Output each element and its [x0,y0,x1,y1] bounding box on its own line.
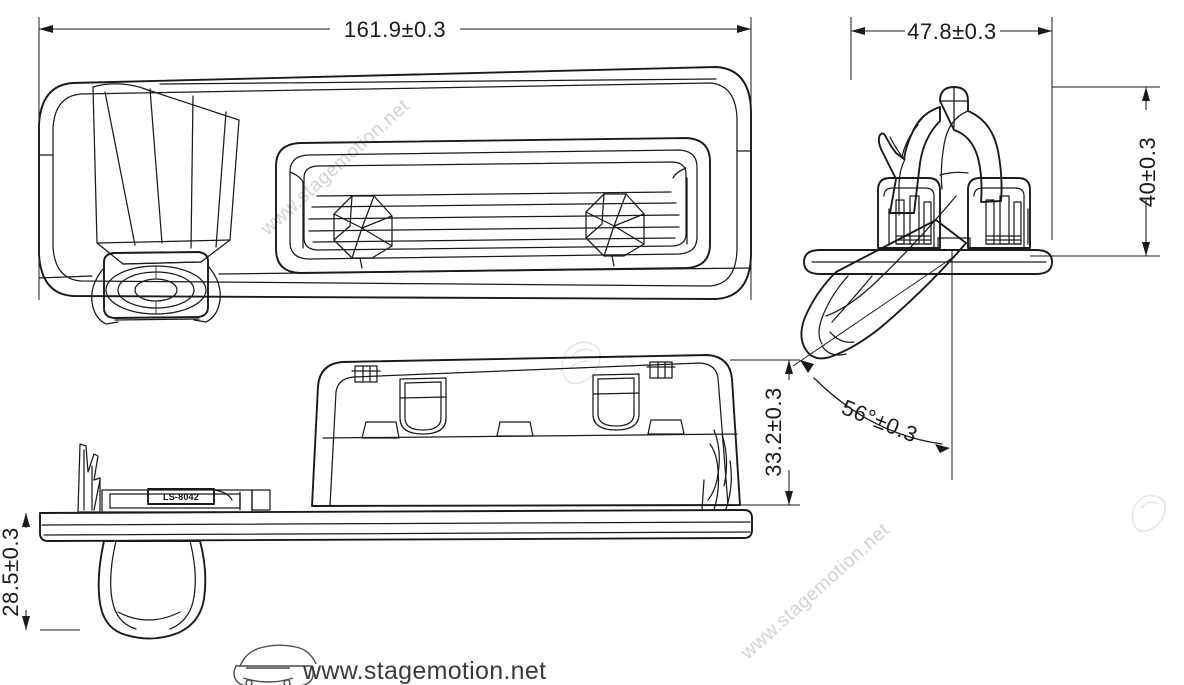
bottom-spring-clip [77,443,101,513]
bottom-marking-plate: LS-8042 [101,488,271,513]
dimension-bottom-height: 28.5±0.3 [0,513,30,630]
dimension-label-side-depth: 47.8±0.3 [907,19,996,44]
dimension-side-depth: 47.8±0.3 [851,19,1052,44]
front-lens-housing [103,251,209,319]
dimension-front-width: 161.9±0.3 [39,17,751,42]
side-camera-snout [800,195,967,360]
watermark-car-icon [561,341,602,385]
top-body-inner [329,362,729,507]
side-view: 47.8±0.3 40±0.3 [792,17,1160,480]
top-pad [361,421,400,439]
top-pad [496,421,534,437]
top-clip-tab [351,365,381,383]
watermark-car-icon [1131,494,1167,532]
top-hook-left [399,377,447,435]
dimension-label-side-height: 40±0.3 [1135,137,1160,207]
side-base-plate [803,249,1053,275]
top-hook-right [592,373,640,431]
car-outline-logo [233,644,317,685]
dimension-label-front-width: 161.9±0.3 [344,17,446,42]
dimension-camera-angle: 56°±0.3 [792,257,953,453]
dimension-side-height: 40±0.3 [1135,87,1160,256]
front-camera-pod [91,83,240,325]
dimension-label-camera-angle: 56°±0.3 [838,395,921,448]
top-rib-right [721,433,728,487]
watermark-text: www.stagemotion.net [737,520,895,665]
dimension-label-bottom-height: 28.5±0.3 [0,527,23,616]
lens-ring-inner [134,278,178,302]
watermark-group: www.stagemotion.net www.stagemotion.net [257,96,1167,665]
bottom-right-ribs [701,443,732,511]
footer: www.stagemotion.net [233,644,546,685]
top-pad [647,419,685,435]
top-body-outline [311,354,741,507]
footer-url-text: www.stagemotion.net [302,657,546,685]
part-number-label: LS-8042 [163,492,199,502]
front-handle-recess [275,137,711,274]
dimension-label-top-height: 33.2±0.3 [761,387,786,476]
side-connector-right [967,177,1031,249]
front-shell-inner-offset [52,82,738,287]
dimension-top-height: 33.2±0.3 [761,360,793,505]
bottom-view: 28.5±0.3 LS-8042 [0,443,753,640]
bottom-camera-boss [97,540,207,640]
top-view: 33.2±0.3 [311,354,800,507]
front-outer-shell [38,66,752,300]
side-latch-body [877,86,1003,216]
bottom-bezel-plate [39,509,753,542]
top-clip-tab [646,361,676,379]
front-view: 161.9±0.3 [38,17,752,325]
